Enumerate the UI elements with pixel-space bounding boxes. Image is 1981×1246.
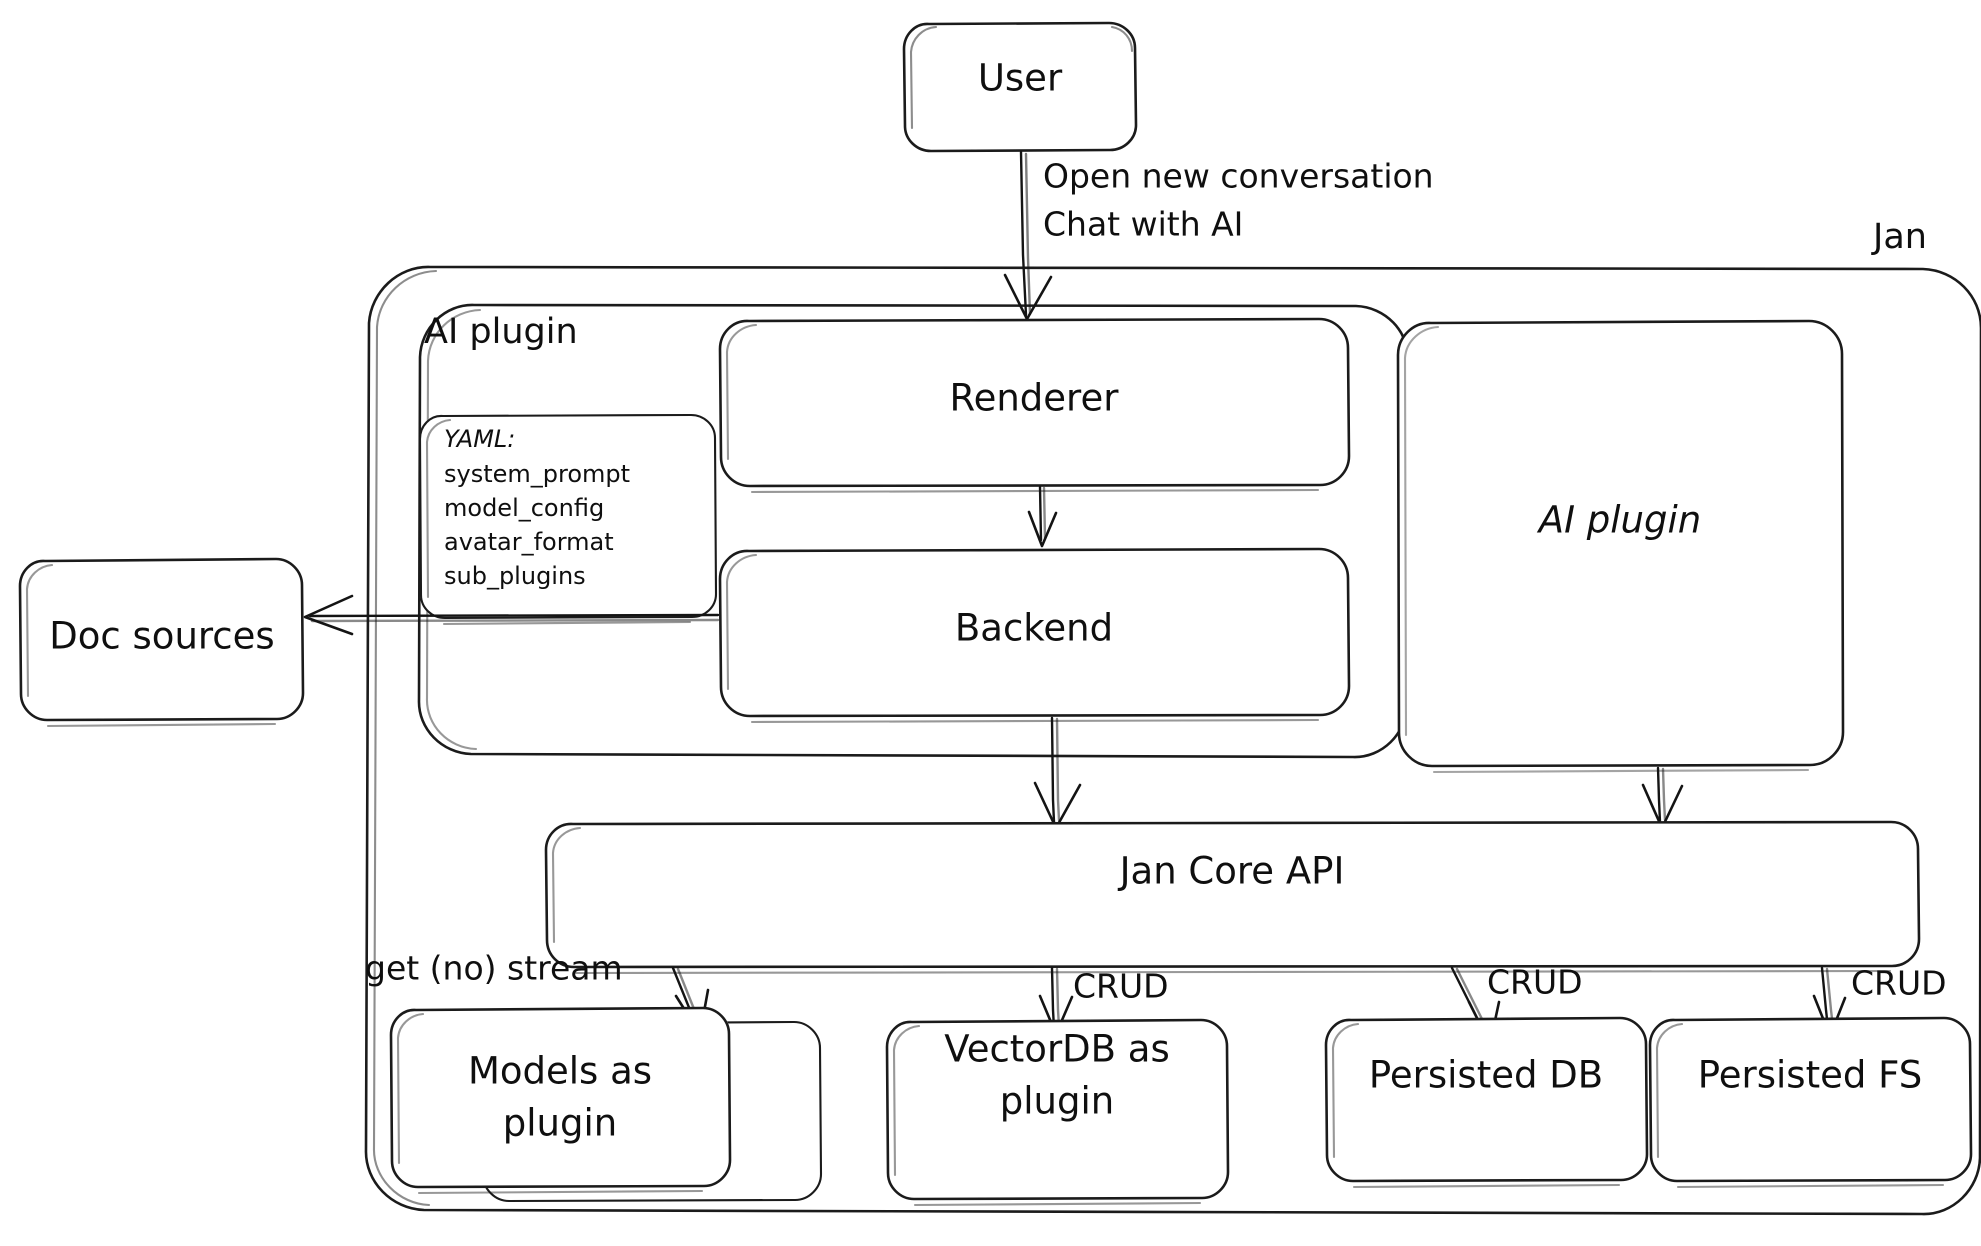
node-ai-plugin-right[interactable] [1396, 319, 1845, 774]
node-doc-sources[interactable] [18, 557, 305, 728]
node-backend-label: Backend [955, 607, 1113, 650]
jan-container-label: Jan [1871, 217, 1927, 257]
node-models-as-plugin-label-line1: Models as [468, 1050, 652, 1093]
node-models-as-plugin[interactable] [389, 1006, 732, 1195]
edge-label-crud-persisted-db: CRUD [1487, 963, 1583, 1002]
yaml-entry-model-config: model_config [444, 494, 604, 522]
node-backend[interactable] [718, 547, 1351, 724]
edge-backend-to-core [1033, 716, 1082, 830]
ai-plugin-group-label: AI plugin [424, 312, 578, 352]
node-yaml-config [418, 413, 718, 626]
node-user[interactable] [902, 21, 1138, 153]
node-renderer-label: Renderer [950, 377, 1120, 420]
node-persisted-fs-label: Persisted FS [1698, 1054, 1922, 1097]
node-persisted-db[interactable] [1324, 1016, 1649, 1189]
edge-label-crud-vectordb: CRUD [1073, 967, 1169, 1006]
yaml-entry-system-prompt: system_prompt [444, 460, 630, 488]
node-user-label: User [978, 57, 1063, 100]
edge-label-chat-with-ai: Chat with AI [1043, 205, 1243, 244]
node-renderer[interactable] [718, 317, 1351, 494]
yaml-entry-sub-plugins: sub_plugins [444, 562, 586, 590]
edge-renderer-to-backend [1027, 485, 1058, 548]
node-ai-plugin-right-label: AI plugin [1537, 499, 1701, 542]
group-jan-container [364, 265, 1981, 1216]
yaml-entry-avatar-format: avatar_format [444, 528, 614, 556]
edge-label-open-new-conversation: Open new conversation [1043, 157, 1434, 196]
edge-label-crud-persisted-fs: CRUD [1851, 964, 1947, 1003]
edge-ai-plugin-to-core [1641, 766, 1684, 830]
node-persisted-db-label: Persisted DB [1369, 1054, 1603, 1097]
node-jan-core-api[interactable] [544, 820, 1921, 975]
node-vectordb-as-plugin-label-line2: plugin [1000, 1080, 1114, 1123]
node-models-as-plugin-label-line2: plugin [503, 1102, 617, 1145]
node-jan-core-api-label: Jan Core API [1118, 850, 1345, 893]
node-vectordb-as-plugin[interactable] [885, 1018, 1230, 1207]
node-vectordb-as-plugin-label-line1: VectorDB as [944, 1028, 1170, 1071]
node-doc-sources-label: Doc sources [49, 615, 274, 658]
yaml-title: YAML: [444, 425, 515, 453]
edge-label-get-no-stream: get (no) stream [365, 949, 623, 988]
edge-backend-to-doc-sources [303, 594, 720, 636]
node-persisted-fs[interactable] [1648, 1016, 1973, 1189]
